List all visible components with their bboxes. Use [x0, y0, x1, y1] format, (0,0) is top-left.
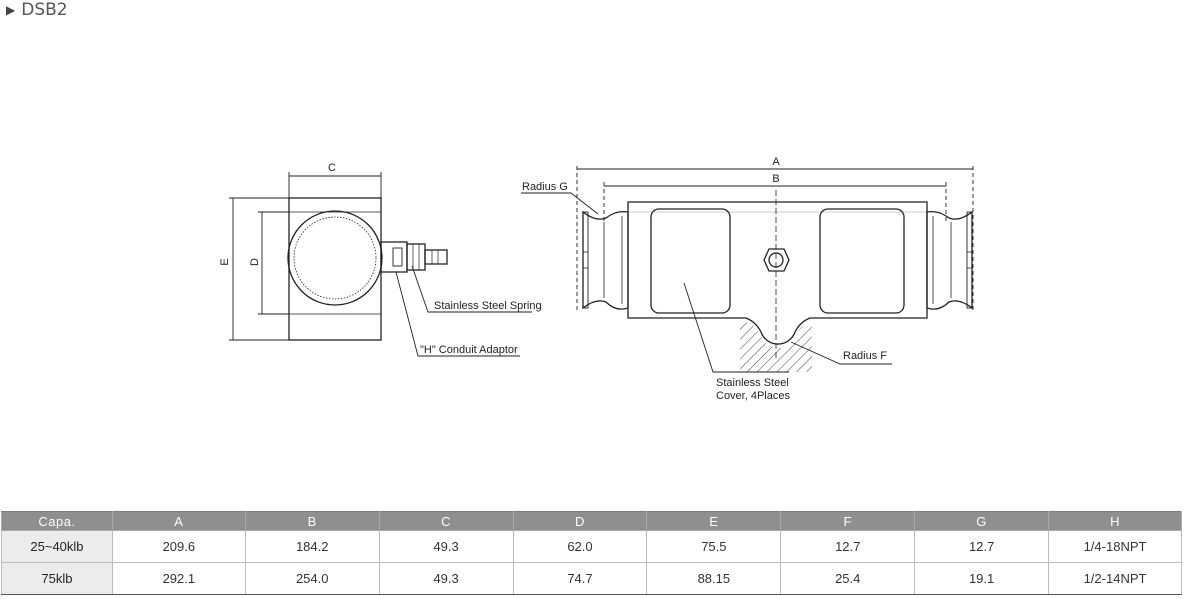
label-radius-f: Radius F	[843, 350, 887, 362]
cell-b: 184.2	[244, 530, 380, 563]
load-cell-circle	[287, 210, 383, 306]
side-view-body	[288, 197, 382, 341]
dimension-e	[229, 197, 289, 341]
cell-g: 12.7	[914, 530, 1050, 563]
cell-capacity: 75klb	[1, 562, 113, 595]
header-c: C	[378, 511, 514, 531]
label-radius-g: Radius G	[522, 181, 568, 193]
cover-plate-right	[819, 208, 905, 314]
dim-d-label: D	[249, 258, 261, 266]
dim-a-label: A	[772, 156, 780, 168]
cell-a: 209.6	[111, 530, 246, 563]
model-name: DSB2	[21, 0, 68, 20]
hatched-support	[740, 322, 812, 372]
dimension-a	[576, 166, 974, 310]
conduit-nut	[406, 243, 426, 271]
table-row: 75klb 292.1 254.0 49.3 74.7 88.15 25.4 1…	[1, 562, 1182, 595]
cell-h: 1/4-18NPT	[1048, 530, 1182, 563]
header-g: G	[914, 511, 1050, 531]
cell-capacity: 25~40klb	[1, 530, 113, 563]
spec-table: Capa. A B C D E F G H 25~40klb 209.6 184…	[1, 511, 1182, 595]
cell-f: 25.4	[780, 562, 916, 595]
technical-drawing: C E D Stainless Steel Spring "H" Conduit…	[219, 156, 974, 402]
cover-plate-left	[650, 208, 731, 314]
cell-e: 88.15	[646, 562, 782, 595]
side-view	[287, 197, 448, 341]
dim-e-label: E	[219, 258, 231, 265]
header-h: H	[1048, 511, 1182, 531]
cell-g: 19.1	[914, 562, 1050, 595]
left-end-block	[582, 210, 629, 310]
cell-b: 254.0	[244, 562, 380, 595]
header-capa: Capa.	[1, 511, 113, 531]
cell-e: 75.5	[646, 530, 782, 563]
label-cover-line1: Stainless Steel	[716, 377, 789, 389]
leader-lines-side	[395, 265, 532, 357]
triangle-bullet-icon: ▶	[6, 3, 16, 17]
table-row: 25~40klb 209.6 184.2 49.3 62.0 75.5 12.7…	[1, 530, 1182, 563]
center-nut	[763, 248, 790, 272]
header-b: B	[244, 511, 380, 531]
conduit-adaptor	[380, 241, 408, 273]
cell-a: 292.1	[111, 562, 246, 595]
page-title: ▶ DSB2	[6, 0, 68, 20]
right-end-block	[926, 210, 973, 310]
dimension-d	[258, 211, 289, 315]
header-d: D	[512, 511, 648, 531]
cable	[424, 249, 448, 265]
front-view	[582, 201, 973, 345]
cell-c: 49.3	[378, 530, 514, 563]
dimension-b	[603, 182, 947, 222]
leader-lines-front	[521, 192, 892, 373]
label-conduit: "H" Conduit Adaptor	[420, 344, 518, 356]
header-a: A	[111, 511, 246, 531]
dim-b-label: B	[772, 173, 779, 185]
cell-f: 12.7	[780, 530, 916, 563]
label-spring: Stainless Steel Spring	[434, 300, 542, 312]
cell-d: 62.0	[512, 530, 648, 563]
header-f: F	[780, 511, 916, 531]
dimension-c	[288, 172, 382, 198]
table-header-row: Capa. A B C D E F G H	[1, 511, 1182, 531]
cell-d: 74.7	[512, 562, 648, 595]
main-body	[627, 201, 928, 345]
cell-h: 1/2-14NPT	[1048, 562, 1182, 595]
label-cover-line2: Cover, 4Places	[716, 390, 790, 402]
dim-c-label: C	[328, 162, 336, 174]
cell-c: 49.3	[378, 562, 514, 595]
header-e: E	[646, 511, 782, 531]
